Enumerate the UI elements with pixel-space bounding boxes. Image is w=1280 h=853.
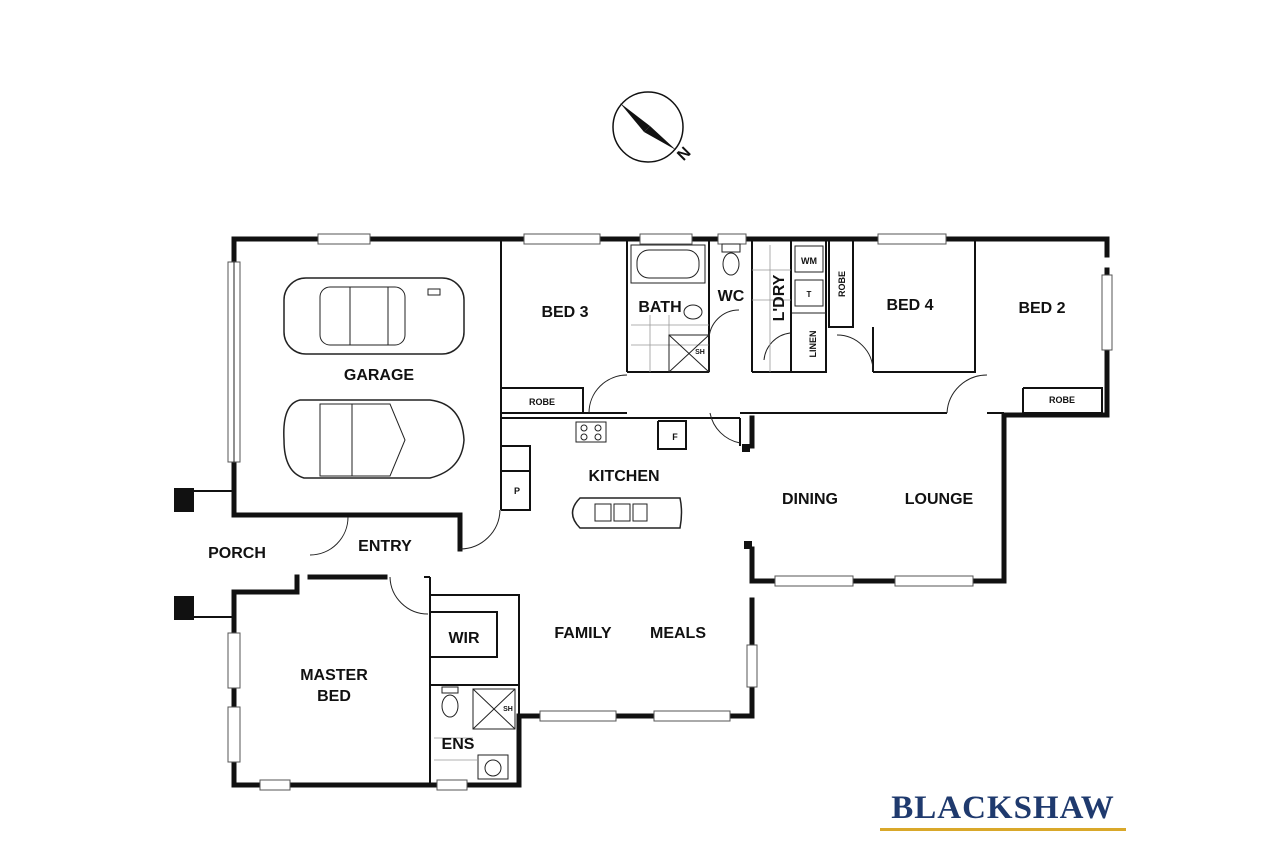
entry-label: ENTRY <box>358 538 412 555</box>
ensuite-fixtures <box>434 686 516 780</box>
family-label: FAMILY <box>554 625 612 642</box>
linen-label: LINEN <box>808 331 818 358</box>
laundry-robe-label: ROBE <box>837 271 847 297</box>
north-compass-icon: N <box>612 91 695 164</box>
meals-label: MEALS <box>650 625 706 642</box>
bed3-robe-label: ROBE <box>529 397 555 407</box>
fridge-label: F <box>672 432 678 442</box>
ensuite-shower-label: SH <box>503 706 513 713</box>
windows <box>227 233 1113 791</box>
door-swings <box>309 309 988 615</box>
bed4-label: BED 4 <box>886 297 933 314</box>
lounge-label: LOUNGE <box>905 491 974 508</box>
bathtub-icon <box>630 244 706 284</box>
room-labels: GARAGE BED 3 BATH WC L'DRY WM T ROBE LIN… <box>208 256 1075 753</box>
laundry-tiles <box>752 245 826 372</box>
master-bed-label-line1: MASTER <box>300 667 368 684</box>
blackshaw-logo: BLACKSHAW <box>891 790 1115 826</box>
cooktop-icon <box>575 421 607 443</box>
washing-machine-label: WM <box>801 256 817 266</box>
car-sedan-icon <box>283 399 465 479</box>
bed2-robe-label: ROBE <box>1049 395 1075 405</box>
kitchen-island <box>571 497 683 529</box>
dining-label: DINING <box>782 491 838 508</box>
bath-tiles <box>631 304 710 373</box>
bed2-label: BED 2 <box>1018 300 1065 317</box>
master-bed-label-line2: BED <box>317 688 351 705</box>
porch-label: PORCH <box>208 545 266 562</box>
bath-label: BATH <box>638 299 681 316</box>
wir-label: WIR <box>448 630 480 647</box>
porch-columns <box>174 488 234 620</box>
pantry-label: P <box>514 486 520 496</box>
kitchen-label: KITCHEN <box>588 468 659 485</box>
wc-label: WC <box>718 288 745 305</box>
car-top-icon <box>283 277 465 355</box>
logo-underline <box>880 828 1126 831</box>
bed3-label: BED 3 <box>541 304 588 321</box>
bath-shower-label: SH <box>695 349 705 356</box>
laundry-label: L'DRY <box>771 274 788 321</box>
garage-label: GARAGE <box>344 367 415 384</box>
ensuite-label: ENS <box>442 736 475 753</box>
toilet-icon <box>721 243 741 276</box>
interior-walls <box>424 239 1103 785</box>
tub-label: T <box>807 290 812 299</box>
